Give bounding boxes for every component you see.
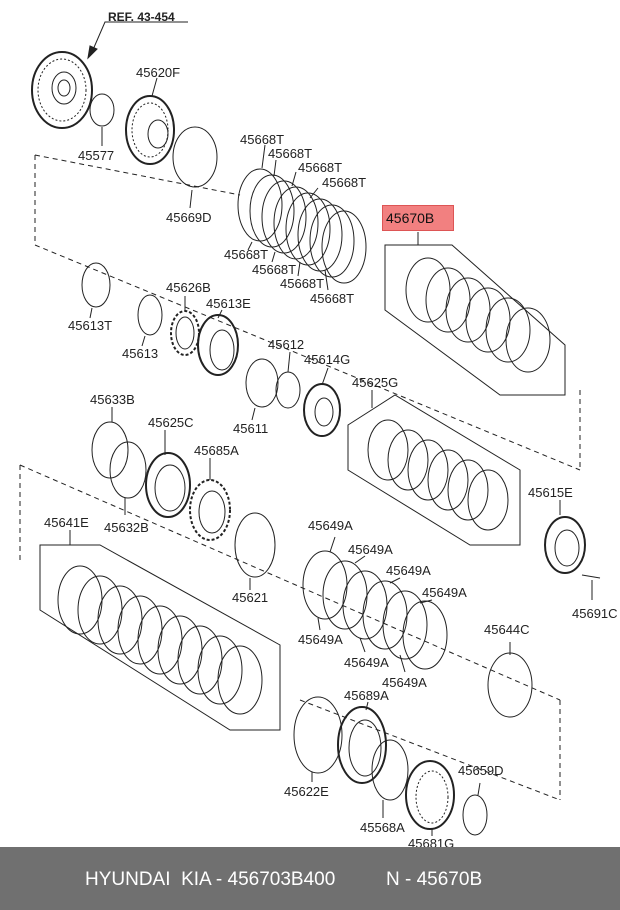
part-label: 45691C — [572, 606, 618, 621]
part-label: 45620F — [136, 65, 181, 80]
highlight-box[interactable] — [382, 205, 454, 231]
footer-diagram-number: N - 45670B — [386, 869, 483, 890]
leader-45669D — [189, 189, 193, 209]
part-label: 45649A — [382, 675, 427, 690]
part-label: 45668T — [310, 291, 355, 306]
ring-45612-icon — [275, 371, 301, 409]
snap-ring-45659D-icon — [462, 794, 488, 836]
footer-brand-part-number: HYUNDAI KIA - 456703B400 — [85, 869, 336, 890]
gear-45681G-icon — [405, 760, 455, 830]
ring-45632B-icon — [109, 441, 147, 499]
gear-45620F-icon — [125, 95, 175, 165]
part-label: 45649A — [386, 563, 431, 578]
plate-45614G-icon — [303, 383, 341, 437]
ref-leader-line — [91, 21, 188, 53]
ring-45568A-icon — [371, 739, 409, 801]
part-label: 45668T — [298, 160, 343, 175]
drum-45689A-icon — [337, 706, 387, 784]
part-label: 45611 — [233, 421, 269, 436]
bearing-45685A-icon — [189, 479, 231, 541]
part-label: 45641E — [44, 515, 89, 530]
part-label: 45668T — [224, 247, 269, 262]
part-label: 45659D — [458, 763, 504, 778]
part-label: 45625G — [352, 375, 399, 390]
ring-45611-icon — [245, 358, 279, 408]
plate-45625C-icon — [145, 452, 191, 518]
ref-arrow-head — [87, 45, 98, 60]
part-label: 45668T — [240, 132, 285, 147]
ring-45622E-icon — [293, 696, 343, 774]
part-label: 45613T — [68, 318, 113, 333]
footer-bar: HYUNDAI KIA - 456703B400 N - 45670B — [0, 847, 620, 910]
part-label: 45577 — [78, 148, 115, 163]
ring-45613-icon — [137, 294, 163, 336]
part-label: 45568A — [360, 820, 405, 835]
part-label: 45685A — [194, 443, 239, 458]
part-label: 45612 — [268, 337, 305, 352]
part-label: 45668T — [252, 262, 297, 277]
leader-45620F — [151, 77, 158, 97]
clutch-plates-45641E-icon — [57, 565, 263, 715]
part-label: 45668T — [280, 276, 325, 291]
ring-45669D-icon — [172, 126, 218, 188]
snap-ring-45613T-icon — [81, 262, 111, 308]
highlight-label[interactable]: 45670B — [386, 210, 435, 226]
part-label: 45668T — [268, 146, 313, 161]
part-label: 45633B — [90, 392, 135, 407]
clutch-plates-45670B-icon — [405, 257, 551, 373]
ref-label: REF. 43-454 — [108, 10, 175, 24]
part-label: 45626B — [166, 280, 211, 295]
part-label: 45669D — [166, 210, 212, 225]
axis-dashed-lines — [19, 154, 581, 801]
clutch-plates-45668T-icon — [237, 168, 367, 284]
part-label: 45649A — [344, 655, 389, 670]
part-label: 45613E — [206, 296, 251, 311]
kit-box-45625G — [347, 394, 521, 546]
part-label: 45644C — [484, 622, 530, 637]
hub-45613E-icon — [197, 314, 239, 376]
bolt-45691C-icon — [581, 574, 601, 579]
ring-45633B-icon — [91, 421, 129, 479]
clutch-plates-45625G-icon — [367, 419, 509, 531]
drum-gear-icon — [31, 51, 93, 129]
clutch-plates-45649A-icon — [302, 550, 448, 670]
part-label: 45649A — [348, 542, 393, 557]
spring-45615E-icon — [544, 516, 586, 574]
part-label: 45649A — [298, 632, 343, 647]
part-label: 45632B — [104, 520, 149, 535]
exploded-parts-drawing — [19, 21, 601, 836]
part-label: 45615E — [528, 485, 573, 500]
part-label: 45649A — [422, 585, 467, 600]
part-label: 45689A — [344, 688, 389, 703]
snap-ring-45621-icon — [234, 512, 276, 578]
bearing-45626B-icon — [170, 310, 200, 356]
part-label: 45649A — [308, 518, 353, 533]
kit-box-45670B — [384, 244, 566, 396]
part-label: 45622E — [284, 784, 329, 799]
snap-ring-45577-icon — [89, 93, 115, 127]
kit-box-45641E — [39, 544, 281, 731]
part-label: 45614G — [304, 352, 351, 367]
part-label: 45621 — [232, 590, 269, 605]
part-label: 45625C — [148, 415, 194, 430]
part-label: 45613 — [122, 346, 159, 361]
part-label: 45668T — [322, 175, 367, 190]
